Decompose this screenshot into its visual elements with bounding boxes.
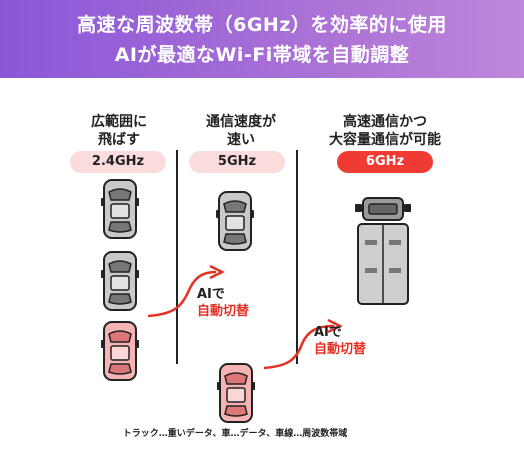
legend-caption: トラック…重いデータ、車…データ、車線…周波数帯域 bbox=[122, 429, 348, 439]
lane-divider-2 bbox=[296, 150, 298, 364]
header-title-line2: AIが最適なWi-Fi帯域を自動調整 bbox=[114, 44, 410, 66]
column-5ghz-heading-line2: 速い bbox=[227, 132, 255, 148]
car-gray-icon bbox=[101, 251, 139, 311]
column-5ghz-heading-line1: 通信速度が bbox=[206, 114, 276, 130]
band-badge-5ghz: 5GHz bbox=[189, 151, 285, 173]
curved-arrow-icon bbox=[263, 318, 343, 370]
column-6ghz-heading: 高速通信かつ 大容量通信が可能 bbox=[300, 113, 470, 149]
ai-switch-label-1-line1: AIで bbox=[197, 287, 225, 302]
column-2ghz-heading: 広範囲に 飛ばす bbox=[74, 113, 164, 149]
car-pink-icon bbox=[217, 363, 255, 423]
column-6ghz-heading-line2: 大容量通信が可能 bbox=[329, 132, 441, 148]
curved-arrow-icon bbox=[147, 264, 225, 318]
band-badge-6ghz: 6GHz bbox=[337, 151, 433, 173]
ai-switch-label-2-line1: AIで bbox=[314, 325, 342, 340]
column-2ghz-heading-line2: 飛ばす bbox=[98, 132, 140, 148]
column-5ghz-heading: 通信速度が 速い bbox=[186, 113, 296, 149]
car-gray-icon bbox=[101, 179, 139, 239]
column-6ghz-heading-line1: 高速通信かつ bbox=[343, 114, 427, 130]
ai-switch-label-1: AIで 自動切替 bbox=[197, 286, 249, 320]
car-pink-icon bbox=[101, 321, 139, 381]
column-2ghz-heading-line1: 広範囲に bbox=[91, 114, 147, 130]
ai-switch-label-2-line2: 自動切替 bbox=[314, 342, 367, 357]
ai-switch-label-1-line2: 自動切替 bbox=[197, 304, 250, 319]
truck-icon bbox=[355, 197, 411, 305]
lane-divider-1 bbox=[176, 150, 178, 364]
header-title-line1: 高速な周波数帯（6GHz）を効率的に使用 bbox=[77, 14, 447, 36]
car-gray-icon bbox=[216, 191, 254, 251]
ai-switch-label-2: AIで 自動切替 bbox=[314, 324, 366, 358]
header-banner: 高速な周波数帯（6GHz）を効率的に使用 AIが最適なWi-Fi帯域を自動調整 bbox=[0, 0, 524, 78]
band-badge-2-4ghz: 2.4GHz bbox=[70, 151, 166, 173]
